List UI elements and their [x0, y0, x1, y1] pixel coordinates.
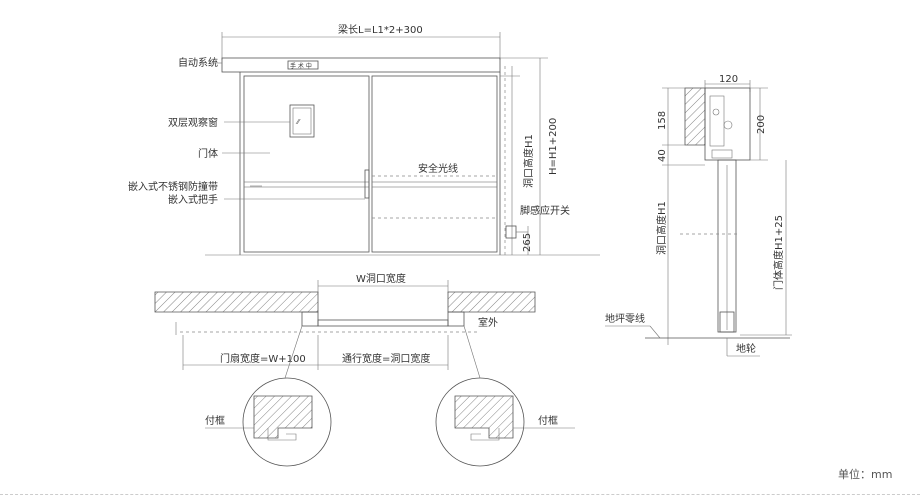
window-glare-icon: ⁄⁄ — [295, 118, 301, 126]
door-body-label: 门体 — [198, 147, 218, 160]
side-view: 120 158 40 洞口高度H1 200 门体高度H1+25 — [605, 74, 792, 357]
unit-label: 单位：mm — [838, 468, 893, 481]
opening-width-label: W洞口宽度 — [356, 272, 406, 285]
opening-height-label: 洞口高度H1 — [522, 134, 535, 188]
bumper-label: 嵌入式不锈钢防撞带 — [128, 180, 218, 193]
bottom-divider — [0, 494, 920, 495]
sensor-height-label: 265 — [522, 233, 533, 252]
dim-158-label: 158 — [657, 111, 668, 130]
front-view: 梁长L=L1*2+300 手 术 中 自动系统 ⁄⁄ 双层观察窗 门体 嵌入式不… — [128, 23, 600, 256]
leaf-width-label: 门扇宽度=W+100 — [220, 352, 306, 365]
window-label: 双层观察窗 — [168, 116, 218, 129]
dim-40-label: 40 — [657, 149, 668, 162]
handle-label: 嵌入式把手 — [168, 193, 218, 206]
beam-length-label: 梁长L=L1*2+300 — [338, 23, 423, 36]
pass-width-label: 通行宽度=洞口宽度 — [342, 352, 430, 365]
auto-system-label: 自动系统 — [178, 56, 218, 69]
frame-left-label: 付框 — [205, 414, 225, 427]
side-opening-height-label: 洞口高度H1 — [655, 201, 668, 255]
floor-line-label: 地坪零线 — [605, 312, 645, 325]
frame-right-label: 付框 — [538, 414, 558, 427]
outside-label: 室外 — [478, 316, 498, 329]
plan-view: W洞口宽度 室外 门扇宽度=W+100 通行宽度=洞口宽度 付框 付框 — [154, 272, 575, 467]
door-height-label: 门体高度H1+25 — [772, 215, 785, 290]
total-height-label: H=H1+200 — [548, 118, 559, 175]
light-curtain-label: 安全光线 — [418, 162, 458, 175]
top-width-label: 120 — [719, 74, 738, 85]
panel-badge: 手 术 中 — [290, 62, 312, 70]
ground-wheel-label: 地轮 — [736, 342, 756, 355]
dim-200-label: 200 — [756, 115, 767, 134]
foot-sensor-label: 脚感应开关 — [520, 204, 570, 217]
